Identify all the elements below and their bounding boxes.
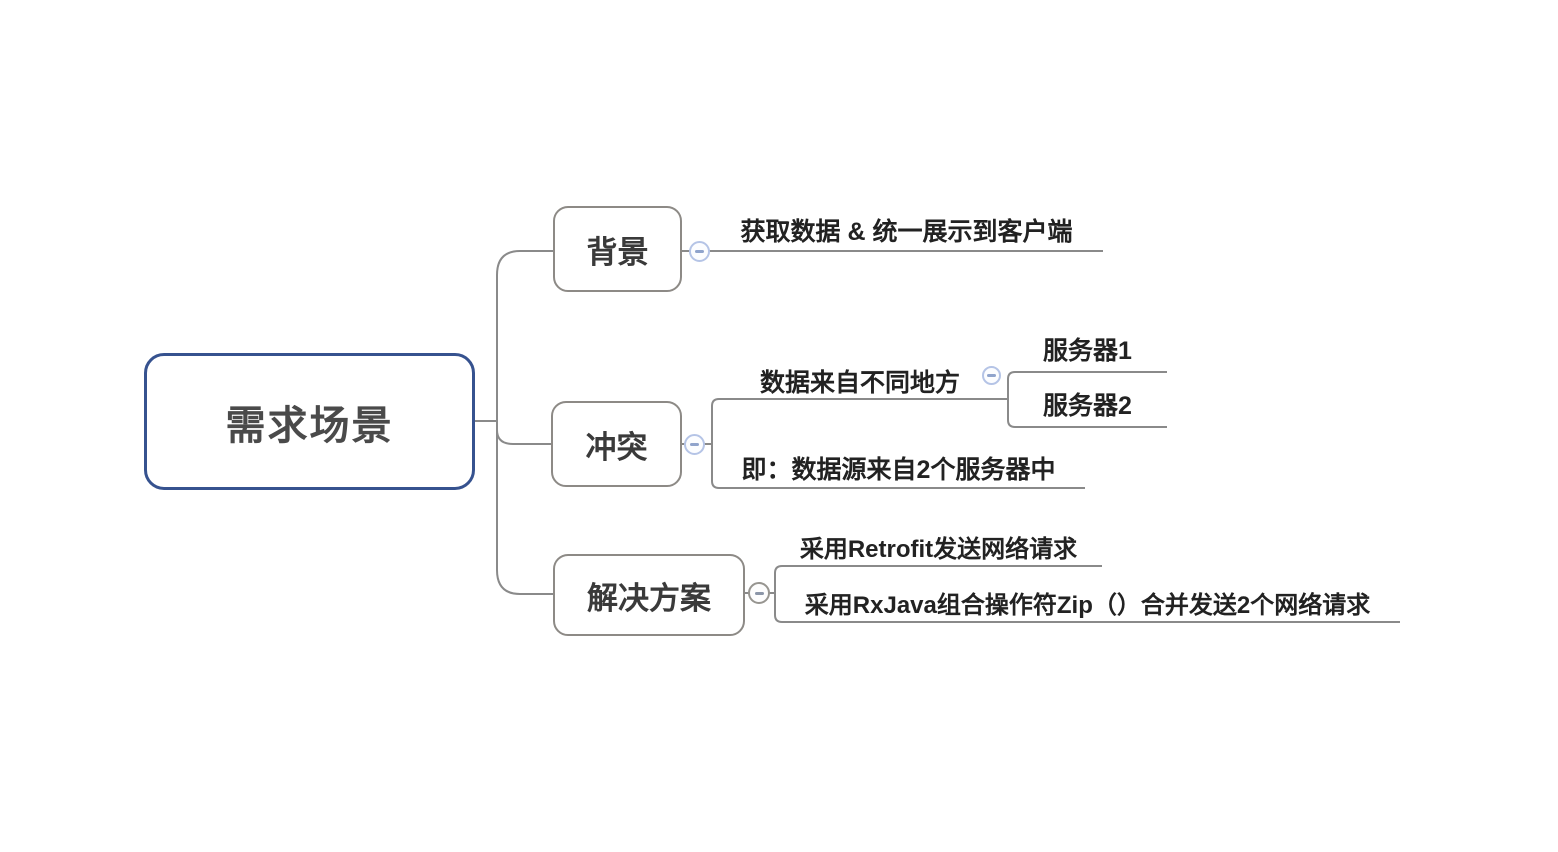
subtopic-server1[interactable]: 服务器1 <box>1043 337 1132 365</box>
minus-icon <box>987 374 996 377</box>
subtopic-data-sources[interactable]: 数据来自不同地方 <box>759 369 960 397</box>
connector-conflict-bracket <box>711 398 1085 489</box>
connector-root-to-conflict <box>496 421 551 445</box>
collapse-button-data-sources[interactable] <box>982 366 1001 385</box>
subtopic-two-servers-note[interactable]: 即：数据源来自2个服务器中 <box>741 456 1056 484</box>
subtopic-fetch-data[interactable]: 获取数据 & 统一展示到客户端 <box>740 218 1073 246</box>
connector-root-to-background <box>496 250 553 421</box>
topic-background[interactable]: 背景 <box>553 206 682 292</box>
connector-solution-bracket <box>774 565 1400 623</box>
root-topic[interactable]: 需求场景 <box>144 353 475 490</box>
topic-solution[interactable]: 解决方案 <box>553 554 745 636</box>
subtopic-rxjava-zip[interactable]: 采用RxJava组合操作符Zip（）合并发送2个网络请求 <box>804 592 1371 619</box>
minus-icon <box>695 250 704 253</box>
subtopic-retrofit[interactable]: 采用Retrofit发送网络请求 <box>799 536 1078 563</box>
subtopic-server2[interactable]: 服务器2 <box>1043 392 1132 420</box>
connector-root-to-solution <box>496 421 553 595</box>
collapse-button-solution[interactable] <box>748 582 770 604</box>
connector-servers-bracket <box>1007 371 1167 428</box>
collapse-button-conflict[interactable] <box>684 434 705 455</box>
minus-icon <box>690 443 699 446</box>
topic-conflict[interactable]: 冲突 <box>551 401 682 487</box>
collapse-button-background[interactable] <box>689 241 710 262</box>
minus-icon <box>754 591 764 595</box>
